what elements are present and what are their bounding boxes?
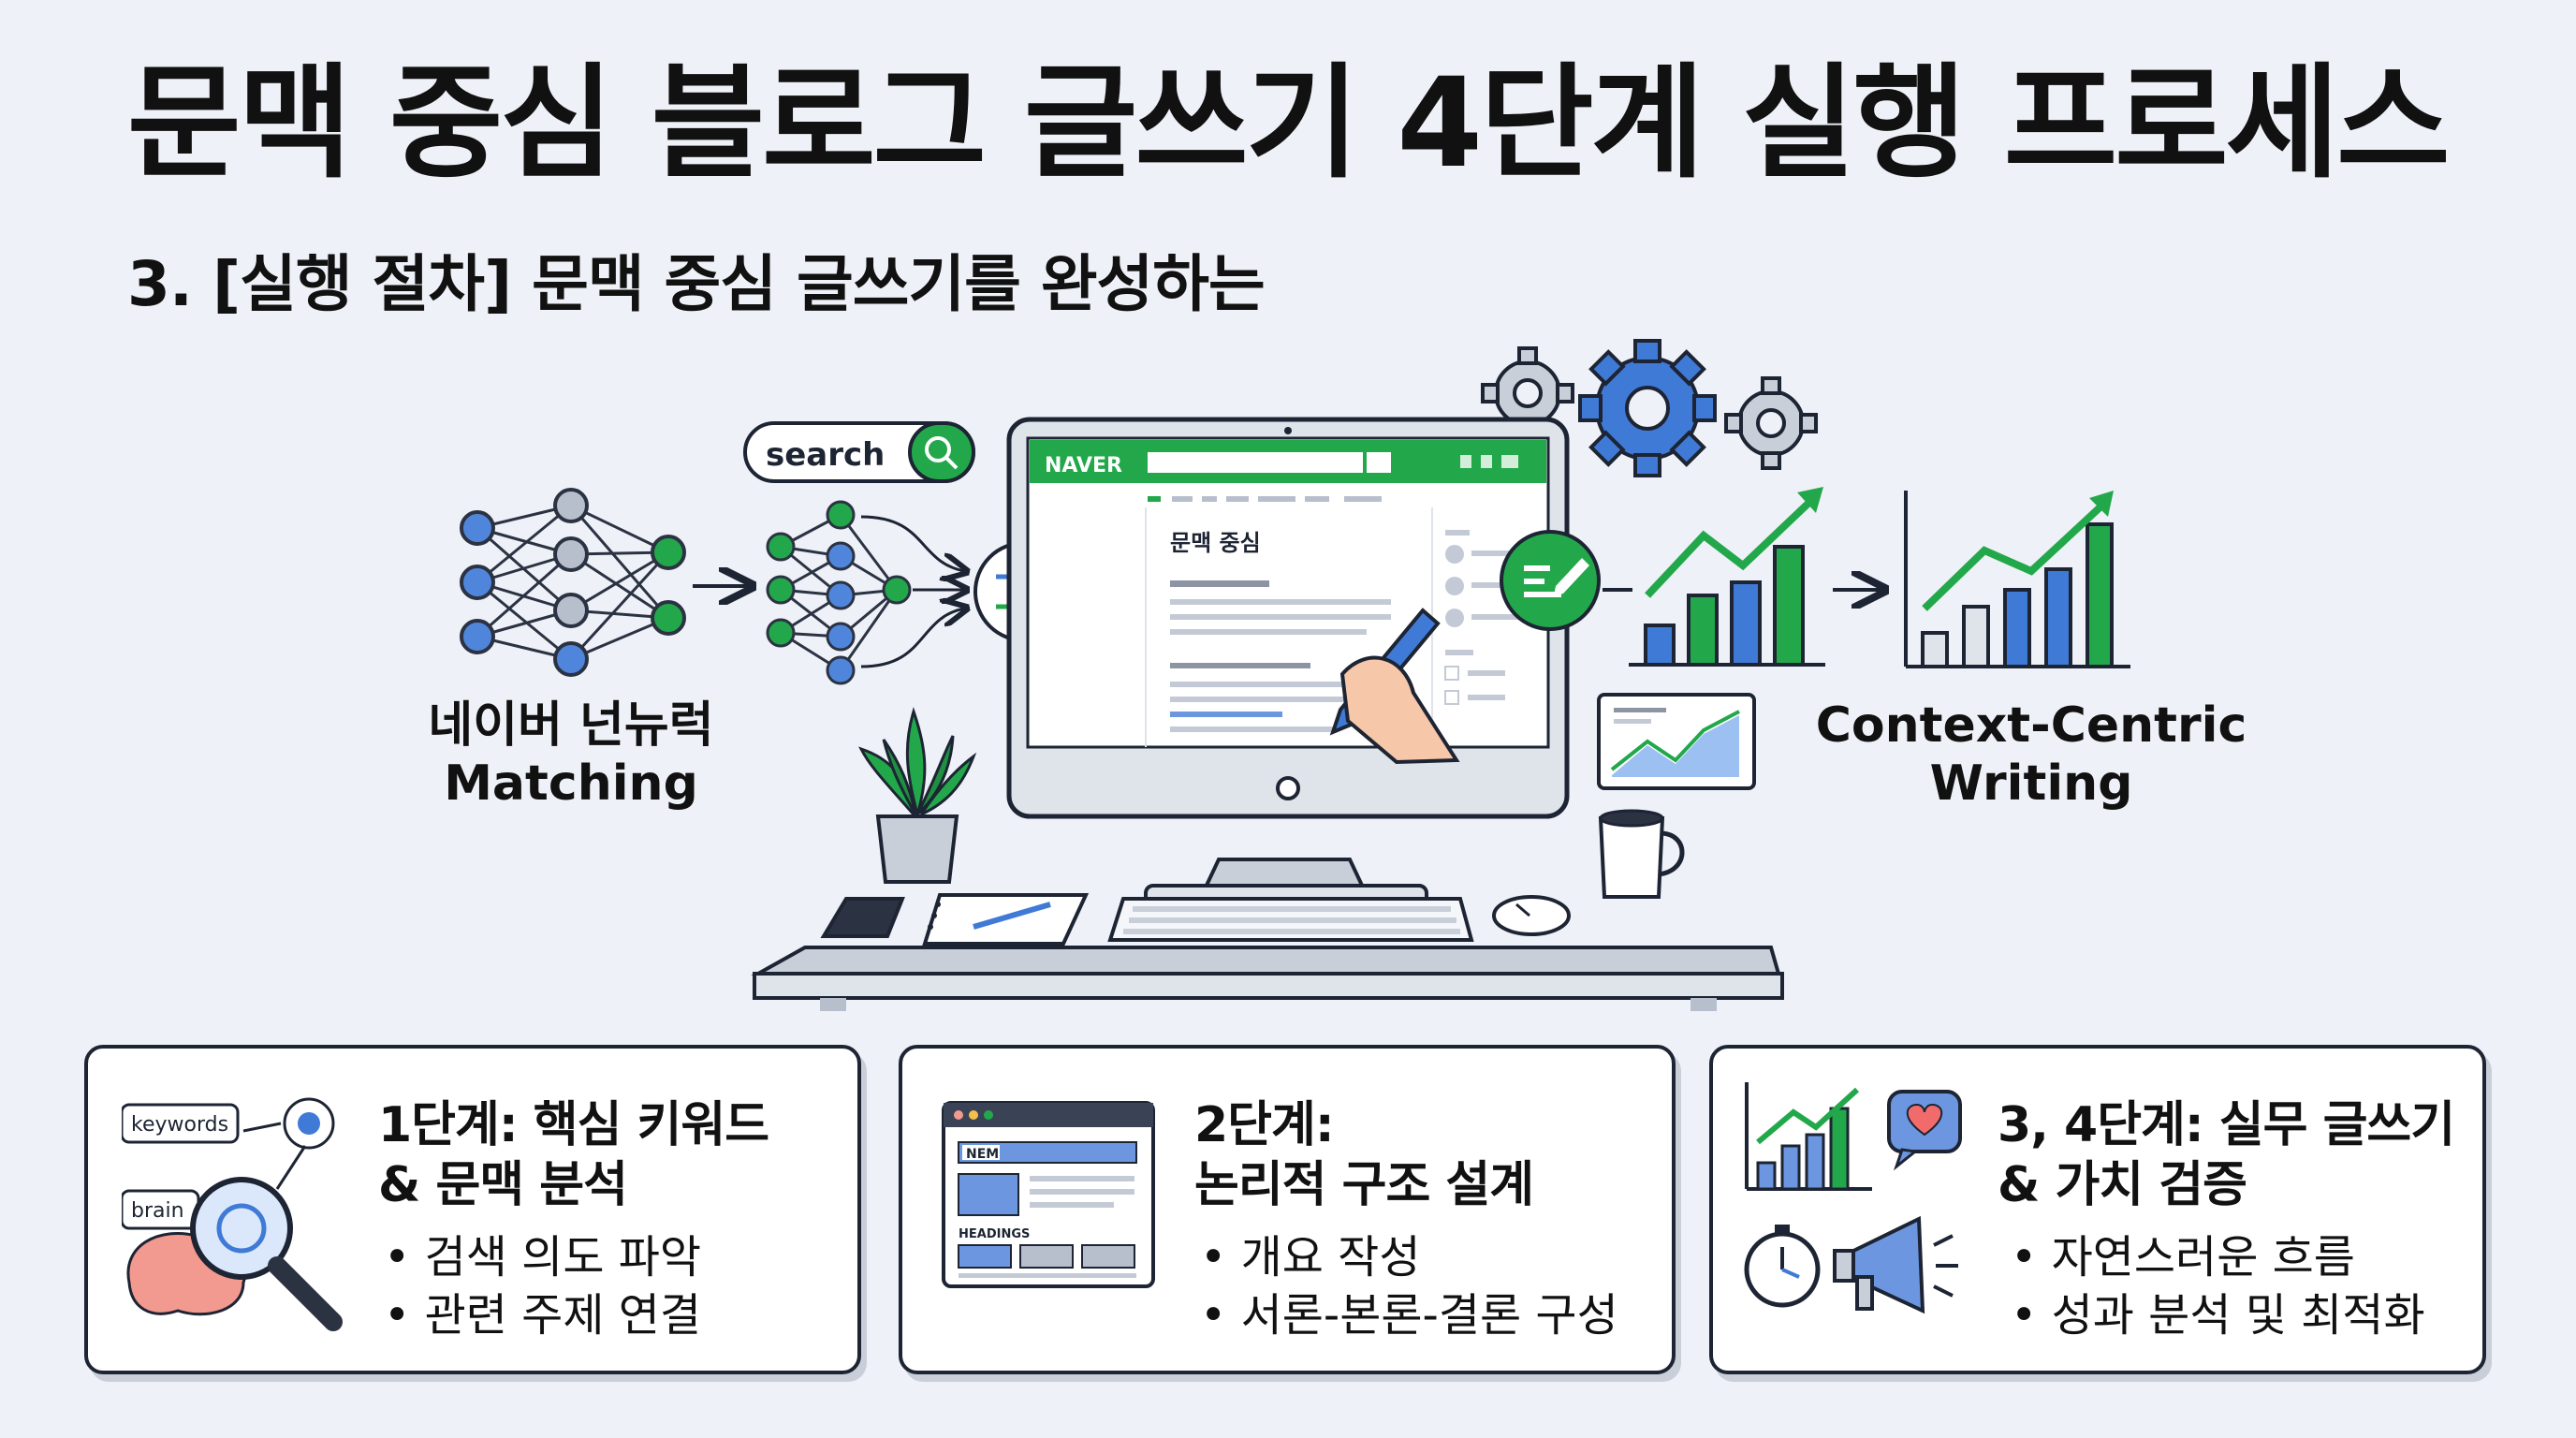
right-caption-line2: Writing bbox=[1929, 756, 2133, 812]
list-item: 개요 작성 bbox=[1200, 1228, 1618, 1286]
step-card-1-title-line1: 1단계: 핵심 키워드 bbox=[378, 1097, 769, 1153]
step-card-2-title: 2단계: 논리적 구조 설계 bbox=[1194, 1095, 1534, 1215]
mouse-icon bbox=[1492, 895, 1571, 936]
left-caption-line1: 네이버 넌뉴럭 bbox=[428, 697, 714, 754]
screen-doc-heading: 문맥 중심 bbox=[1170, 530, 1261, 556]
brain-tag: brain bbox=[131, 1199, 184, 1223]
step-card-3-title: 3, 4단계: 실무 글쓰기 & 가치 검증 bbox=[1998, 1095, 2455, 1215]
edit-icon bbox=[1500, 530, 1601, 631]
keyboard-icon bbox=[1107, 897, 1474, 942]
right-caption: Context-Centric Writing bbox=[1807, 697, 2256, 813]
page-title: 문맥 중심 블로그 글쓰기 4단계 실행 프로세스 bbox=[127, 51, 2450, 196]
search-bar: search bbox=[743, 421, 975, 483]
list-item: 관련 주제 연결 bbox=[384, 1286, 701, 1344]
mockup-nem-label: NEM bbox=[966, 1147, 999, 1162]
list-item: 검색 의도 파악 bbox=[384, 1228, 701, 1286]
document-layout-icon: NEM HEADINGS bbox=[942, 1101, 1155, 1288]
neural-network-small-icon bbox=[766, 500, 912, 685]
right-caption-line1: Context-Centric bbox=[1815, 697, 2247, 754]
desk bbox=[751, 946, 1784, 1011]
left-caption: 네이버 넌뉴럭 Matching bbox=[384, 697, 758, 813]
smartphone-icon bbox=[820, 897, 905, 938]
step-card-2: NEM HEADINGS 2단계: 논리적 구조 설계 개요 작성 서론-본론-… bbox=[899, 1045, 1676, 1374]
monitor bbox=[1006, 417, 1570, 906]
list-item: 성과 분석 및 최적화 bbox=[2011, 1286, 2425, 1344]
step-card-2-title-line2: 논리적 구조 설계 bbox=[1194, 1157, 1534, 1213]
left-caption-line2: Matching bbox=[444, 756, 698, 812]
step-card-1-title-line2: & 문맥 분석 bbox=[378, 1157, 628, 1213]
growth-chart-large-icon bbox=[1904, 491, 2130, 668]
step-card-1-bullets: 검색 의도 파악 관련 주제 연결 bbox=[384, 1228, 701, 1344]
naver-screen: NAVER 문맥 중심 bbox=[1030, 440, 1546, 747]
step-card-2-title-line1: 2단계: bbox=[1194, 1097, 1335, 1153]
growth-chart-icon bbox=[1629, 487, 1825, 667]
hand-writing-icon bbox=[1329, 608, 1460, 765]
list-item: 서론-본론-결론 구성 bbox=[1200, 1286, 1618, 1344]
keyword-analysis-icon: keywords brain bbox=[122, 1097, 343, 1331]
step-card-3-title-line2: & 가치 검증 bbox=[1998, 1157, 2247, 1213]
step-card-3-title-line1: 3, 4단계: 실무 글쓰기 bbox=[1998, 1097, 2455, 1153]
naver-logo: NAVER bbox=[1045, 454, 1122, 477]
step-card-1-title: 1단계: 핵심 키워드 & 문맥 분석 bbox=[378, 1095, 769, 1215]
search-label: search bbox=[766, 436, 885, 474]
coffee-mug-icon bbox=[1598, 809, 1685, 899]
step-card-2-bullets: 개요 작성 서론-본론-결론 구성 bbox=[1200, 1228, 1618, 1344]
mockup-headings-label: HEADINGS bbox=[959, 1227, 1030, 1241]
step-card-3: 3, 4단계: 실무 글쓰기 & 가치 검증 자연스러운 흐름 성과 분석 및 … bbox=[1709, 1045, 2486, 1374]
analytics-card-icon bbox=[1597, 693, 1756, 790]
list-item: 자연스러운 흐름 bbox=[2011, 1228, 2425, 1286]
performance-icons bbox=[1744, 1082, 1962, 1314]
keywords-tag: keywords bbox=[131, 1113, 228, 1137]
process-illustration: search bbox=[460, 339, 2130, 1011]
step-card-3-bullets: 자연스러운 흐름 성과 분석 및 최적화 bbox=[2011, 1228, 2425, 1344]
page-subtitle: 3. [실행 절차] 문맥 중심 글쓰기를 완성하는 bbox=[127, 248, 1266, 320]
notebook-icon bbox=[922, 893, 1090, 946]
neural-network-icon bbox=[460, 488, 686, 677]
step-card-1: keywords brain 1단계: 핵심 키워드 & 문맥 분석 검색 의도… bbox=[84, 1045, 861, 1374]
gear-icon bbox=[1481, 339, 1818, 477]
plant-icon bbox=[858, 707, 977, 884]
